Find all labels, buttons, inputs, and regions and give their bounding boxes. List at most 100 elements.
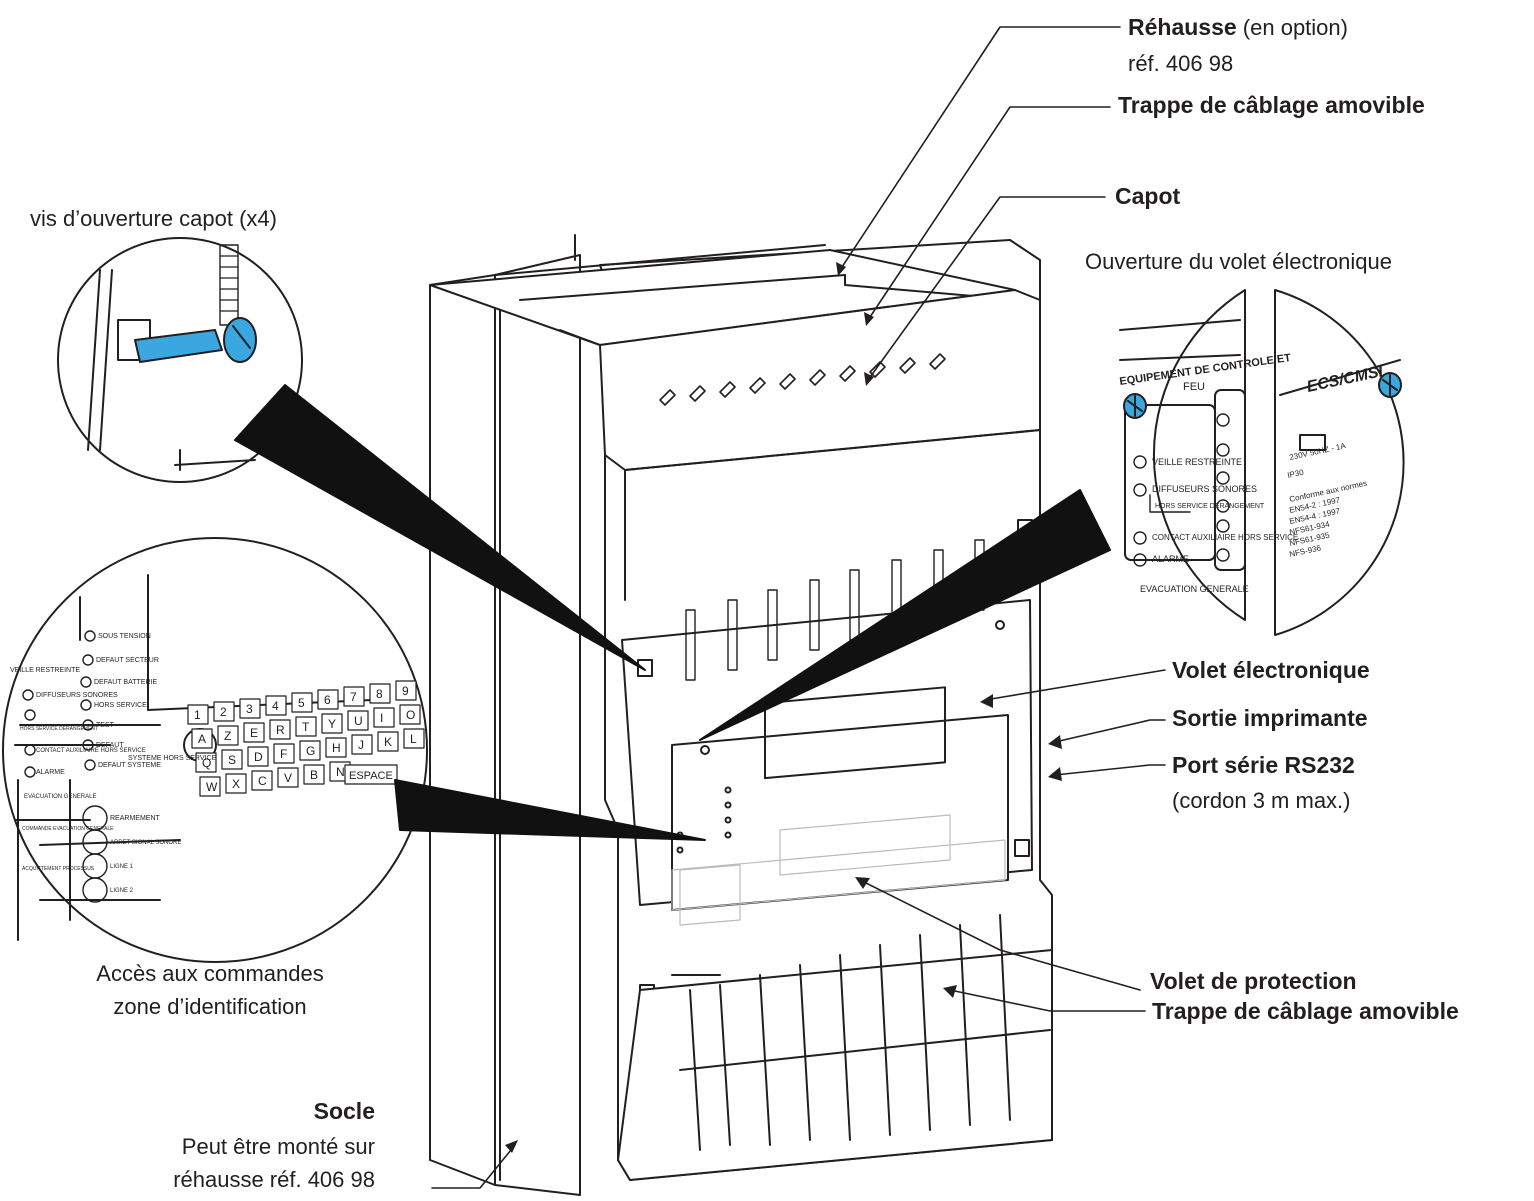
key-w xyxy=(199,776,221,797)
detail-left-left-cmd-0: COMMANDE EVACUATION GENERALE xyxy=(22,826,114,832)
key-label-u: U xyxy=(354,714,363,728)
key-label-1: 1 xyxy=(194,708,201,722)
key-c xyxy=(251,770,273,791)
key-label-9: 9 xyxy=(402,684,409,698)
key-a xyxy=(191,728,213,749)
key-label-n: N xyxy=(336,765,345,779)
detail-right-led-1: DIFFUSEURS SONORES xyxy=(1152,484,1257,494)
key-label-b: B xyxy=(310,768,318,782)
key-9 xyxy=(395,680,417,701)
blue-screw-icon xyxy=(134,329,223,363)
key-label-y: Y xyxy=(328,717,336,731)
key-label-7: 7 xyxy=(350,690,357,704)
label-rehausse-option: (en option) xyxy=(1242,15,1348,40)
label-capot: Capot xyxy=(1115,183,1181,209)
key-space-label: ESPACE xyxy=(349,770,393,782)
label-acces-line2: zone d’identification xyxy=(113,994,307,1019)
key-f xyxy=(273,743,295,764)
label-socle: Socle xyxy=(313,1098,375,1124)
key-d xyxy=(247,746,269,767)
detail-left-status-6: DEFAUT SYSTEME xyxy=(98,762,161,769)
key-label-z: Z xyxy=(224,729,231,743)
key-label-2: 2 xyxy=(220,705,227,719)
detail-left-status-3: HORS SERVICE xyxy=(94,702,147,709)
label-acces-line1: Accès aux commandes xyxy=(96,961,324,986)
detail-left-led-3: CONTACT AUXILIAIRE HORS SERVICE xyxy=(36,748,146,754)
key-label-v: V xyxy=(284,771,292,785)
key-o xyxy=(399,704,421,725)
key-label-k: K xyxy=(384,735,392,749)
key-label-a: A xyxy=(198,732,206,746)
key-1 xyxy=(187,704,209,725)
key-6 xyxy=(317,689,339,710)
key-3 xyxy=(239,698,261,719)
lower-trap xyxy=(617,914,1053,1181)
key-j xyxy=(351,734,373,755)
leader-arrowheads xyxy=(505,262,1062,1153)
top-vents xyxy=(659,353,946,406)
shutter-callout-wedge xyxy=(699,489,1111,741)
key-label-h: H xyxy=(332,741,341,755)
detail-left-status-2: DEFAUT BATTERIE xyxy=(94,679,157,686)
label-ouverture-volet: Ouverture du volet électronique xyxy=(1085,249,1392,274)
key-label-6: 6 xyxy=(324,693,331,707)
shutter-opening-detail xyxy=(1119,289,1405,636)
detail-left-status-extra: SYSTEME HORS SERVICE xyxy=(128,755,217,762)
key-v xyxy=(277,767,299,788)
label-sortie-imprimante: Sortie imprimante xyxy=(1172,705,1368,731)
key-r xyxy=(269,719,291,740)
key-label-s: S xyxy=(228,753,236,767)
detail-left-left-cmd-1: ACQUITTEMENT PROCESSUS xyxy=(22,866,95,872)
corner-screw-br xyxy=(1014,839,1030,857)
key-e xyxy=(243,722,265,743)
label-volet-protection: Volet de protection xyxy=(1150,968,1357,994)
screw-callout-wedge xyxy=(234,384,646,671)
detail-right-led-4: ALARME xyxy=(1152,554,1189,564)
key-label-8: 8 xyxy=(376,687,383,701)
key-label-j: J xyxy=(358,738,364,752)
key-g xyxy=(299,740,321,761)
detail-left-cmd-0: REARMEMENT xyxy=(110,815,161,822)
key-label-5: 5 xyxy=(298,696,305,710)
key-5 xyxy=(291,692,313,713)
key-label-x: X xyxy=(232,777,240,791)
key-s xyxy=(221,749,243,770)
detail-right-led-2: HORS SERVICE DERANGEMENT xyxy=(1155,503,1265,510)
label-vis-ouverture: vis d’ouverture capot (x4) xyxy=(30,206,277,231)
detail-right-feu: FEU xyxy=(1183,381,1205,393)
detail-left-cmd-2: LIGNE 1 xyxy=(110,864,134,870)
label-volet-electronique: Volet électronique xyxy=(1172,657,1370,683)
controls-callout-wedge xyxy=(394,779,706,841)
key-label-3: 3 xyxy=(246,702,253,716)
label-rehausse-title: Réhausse xyxy=(1128,14,1237,40)
label-rehausse: Réhausse (en option) xyxy=(1128,14,1348,41)
key-2 xyxy=(213,701,235,722)
key-u xyxy=(347,710,369,731)
key-label-o: O xyxy=(406,708,415,722)
key-label-f: F xyxy=(280,747,287,761)
detail-left-status-4: TEST xyxy=(96,722,115,729)
detail-left-status-0: SOUS TENSION xyxy=(98,633,151,640)
key-label-q: Q xyxy=(202,756,211,770)
key-x xyxy=(225,773,247,794)
label-trappe-bottom: Trappe de câblage amovible xyxy=(1152,998,1459,1024)
cabinet-body xyxy=(429,239,1053,1196)
key-z xyxy=(217,725,239,746)
key-label-i: I xyxy=(380,711,383,725)
detail-right-led-0: VEILLE RESTREINTE xyxy=(1152,457,1242,467)
key-label-t: T xyxy=(302,720,310,734)
label-trappe-top: Trappe de câblage amovible xyxy=(1118,92,1425,118)
key-q xyxy=(195,752,217,773)
key-label-r: R xyxy=(276,723,285,737)
key-8 xyxy=(369,683,391,704)
key-label-e: E xyxy=(250,726,258,740)
key-t xyxy=(295,716,317,737)
key-k xyxy=(377,731,399,752)
label-socle-line1: Peut être monté sur xyxy=(181,1134,375,1159)
key-label-d: D xyxy=(254,750,263,764)
detail-left-evacuation: EVACUATION GENERALE xyxy=(24,794,96,800)
detail-left-status-5: DEFAUT xyxy=(96,742,124,749)
key-label-g: G xyxy=(306,744,315,758)
detail-left-cmd-1: ARRET SIGNAL SONORE xyxy=(110,840,181,846)
